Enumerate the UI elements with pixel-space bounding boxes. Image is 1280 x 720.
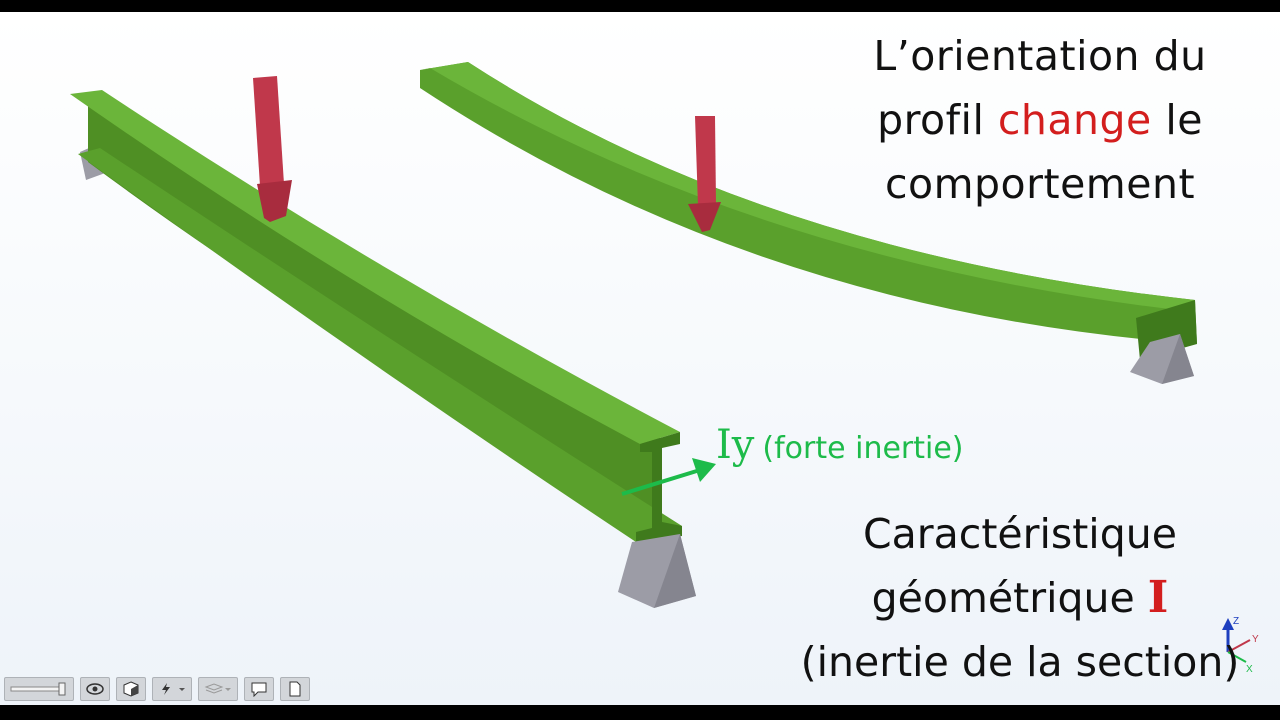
beam-left-web [88, 100, 660, 512]
beam-scene: Z Y X [70, 62, 1259, 675]
axis-z-label: Z [1233, 616, 1239, 627]
beam-left-top-flange [70, 90, 680, 444]
load-arrow-left [253, 76, 292, 222]
caption-line-3: (inertie de la section) [800, 638, 1240, 686]
beam-left-bottom-flange [78, 148, 682, 542]
load-arrow-right [688, 116, 721, 232]
support-right-shade [1162, 334, 1194, 384]
heading-line-2: profil change le [840, 88, 1240, 152]
slider-icon[interactable] [4, 677, 74, 701]
heading-line-1: L’orientation du [873, 32, 1207, 80]
lightning-icon[interactable] [152, 677, 192, 701]
heading-line-2-start: profil [877, 96, 998, 144]
eye-icon[interactable] [80, 677, 110, 701]
axis-y-label: Y [1252, 634, 1259, 645]
beam-left-end-section [636, 432, 682, 542]
heading-line-2-end: le [1151, 96, 1203, 144]
inertia-label: Iy(forte inertie) [716, 422, 964, 468]
axis-triad-icon: Z Y X [1222, 616, 1259, 675]
caption-inertia-symbol: I [1147, 572, 1169, 623]
inertia-symbol: Iy [716, 422, 755, 468]
axis-x-label: X [1246, 664, 1253, 675]
page-icon[interactable] [280, 677, 310, 701]
beam-right-top-edge [420, 62, 1195, 312]
caption-line-2: géométrique I [760, 566, 1280, 630]
viewport: Z Y X L’orientation du profil change le … [0, 12, 1280, 705]
layers-icon[interactable] [198, 677, 238, 701]
caption-line-1: Caractéristique [863, 510, 1177, 558]
heading-text: L’orientation du profil change le compor… [840, 24, 1240, 216]
viewer-toolbar [4, 676, 310, 702]
inertia-pointer-arrow [621, 458, 716, 496]
caption-text: Caractéristique géométrique I (inertie d… [760, 502, 1280, 694]
caption-line-2-start: géométrique [871, 574, 1148, 622]
speech-bubble-icon[interactable] [244, 677, 274, 701]
bottom-letterbox [0, 705, 1280, 720]
support-left-front-shade [654, 534, 696, 608]
cube-icon[interactable] [116, 677, 146, 701]
heading-line-3: comportement [884, 160, 1196, 208]
inertia-note: (forte inertie) [762, 431, 964, 466]
heading-highlight-word: change [997, 96, 1152, 144]
